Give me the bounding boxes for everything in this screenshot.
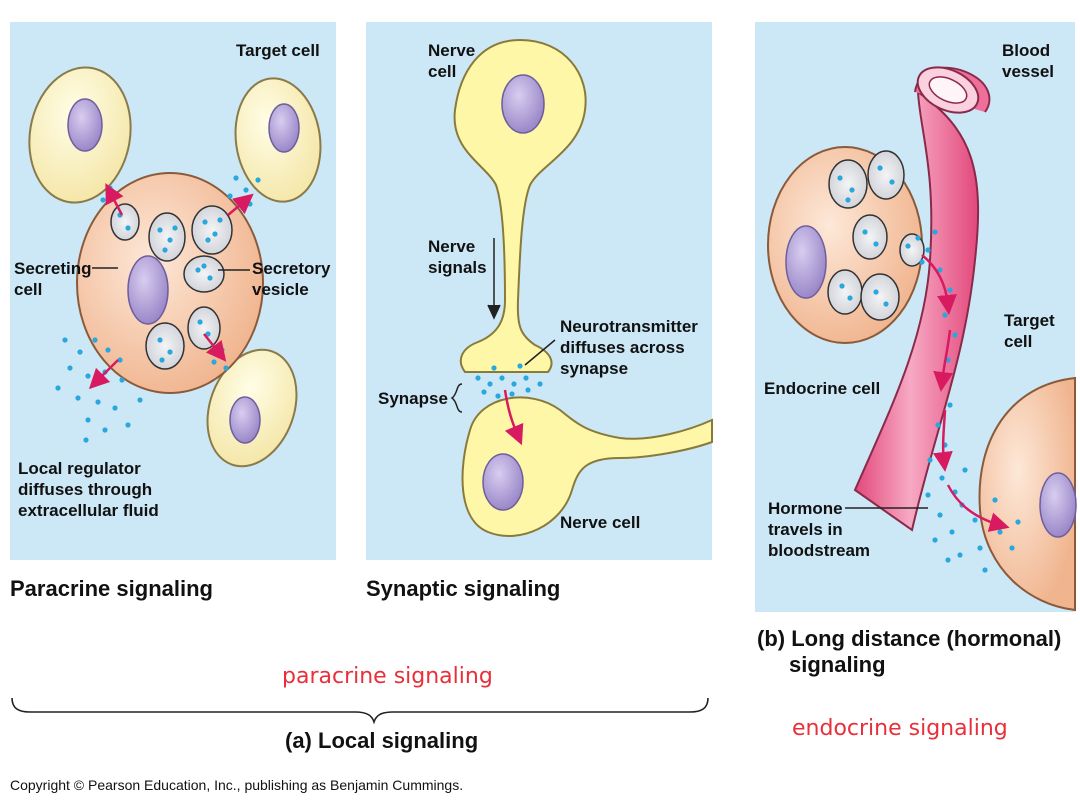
blood-vessel-label: Blood vessel xyxy=(1002,40,1054,82)
secretory-vesicle-label-line1: Secretory xyxy=(252,259,331,278)
secretory-vesicle-label-line2: vesicle xyxy=(252,280,309,299)
secreting-cell-label: Secreting cell xyxy=(14,258,91,300)
long-distance-caption-line2: signaling xyxy=(789,652,886,677)
target-cell-icon xyxy=(978,376,1077,612)
long-distance-caption-line1: (b) Long distance (hormonal) xyxy=(757,626,1062,651)
neurotransmitter-dots xyxy=(475,363,543,399)
hormone-line1: Hormone xyxy=(768,499,843,518)
target-cell-icon xyxy=(206,348,298,468)
nerve-cell-top-label: Nerve cell xyxy=(428,40,475,82)
local-regulator-line2: diffuses through xyxy=(18,480,153,499)
nerve-cell-icon xyxy=(461,396,713,537)
local-regulator-label: Local regulator diffuses through extrace… xyxy=(18,458,159,521)
synapse-arrow xyxy=(503,389,524,446)
synaptic-leader-lines xyxy=(450,238,556,413)
synapse-label: Synapse xyxy=(378,389,448,408)
neurotransmitter-line2: diffuses across xyxy=(560,338,685,357)
neurotransmitter-line1: Neurotransmitter xyxy=(560,317,698,336)
target-cell-icon xyxy=(234,77,322,203)
target-cell-label-endocrine: Target cell xyxy=(1004,310,1055,352)
copyright-notice: Copyright © Pearson Education, Inc., pub… xyxy=(10,777,464,793)
neurotransmitter-label: Neurotransmitter diffuses across synapse xyxy=(560,316,698,379)
paracrine-signaling-annotation: paracrine signaling xyxy=(282,664,493,689)
nerve-signals-label: Nerve signals xyxy=(428,236,487,278)
hormone-label: Hormone travels in bloodstream xyxy=(768,498,870,561)
blood-vessel-line1: Blood xyxy=(1002,41,1051,60)
nerve-signals-line1: Nerve xyxy=(428,237,476,256)
hormone-line2: travels in xyxy=(768,520,843,539)
nerve-cell-top-line2: cell xyxy=(428,62,457,81)
paracrine-caption: Paracrine signaling xyxy=(10,576,213,601)
synaptic-caption: Synaptic signaling xyxy=(366,576,561,601)
local-signaling-caption: (a) Local signaling xyxy=(285,728,479,753)
paracrine-arrows xyxy=(88,183,254,390)
target-cell-endocrine-line1: Target xyxy=(1004,311,1055,330)
hormone-dots xyxy=(837,165,1021,573)
nerve-cell-icon xyxy=(453,38,587,373)
endocrine-cell-icon xyxy=(767,146,925,344)
secreting-cell-label-line1: Secreting xyxy=(14,259,92,278)
local-regulator-line1: Local regulator xyxy=(18,459,141,478)
nerve-cell-top-line1: Nerve xyxy=(428,41,476,60)
neurotransmitter-line3: synapse xyxy=(560,359,629,378)
paracrine-leader-lines xyxy=(92,267,250,271)
nerve-signals-line2: signals xyxy=(428,258,487,277)
secreting-cell-icon xyxy=(76,172,264,394)
endocrine-signaling-annotation: endocrine signaling xyxy=(792,716,1008,741)
target-cell-endocrine-line2: cell xyxy=(1004,332,1033,351)
secretory-vesicle-label: Secretory vesicle xyxy=(252,258,330,300)
hormone-arrows xyxy=(921,254,1010,532)
hormone-line3: bloodstream xyxy=(768,541,871,560)
nerve-cell-bottom-label: Nerve cell xyxy=(560,513,641,532)
local-regulator-line3: extracellular fluid xyxy=(18,501,159,520)
target-cell-label: Target cell xyxy=(236,41,320,60)
target-cell-icon xyxy=(28,66,132,204)
blood-vessel-icon xyxy=(853,66,991,532)
long-distance-caption: (b) Long distance (hormonal) signaling xyxy=(757,626,1061,678)
endocrine-cell-label: Endocrine cell xyxy=(764,379,881,398)
blood-vessel-line2: vessel xyxy=(1002,62,1054,81)
local-signaling-brace xyxy=(11,697,709,725)
secreting-cell-label-line2: cell xyxy=(14,280,43,299)
